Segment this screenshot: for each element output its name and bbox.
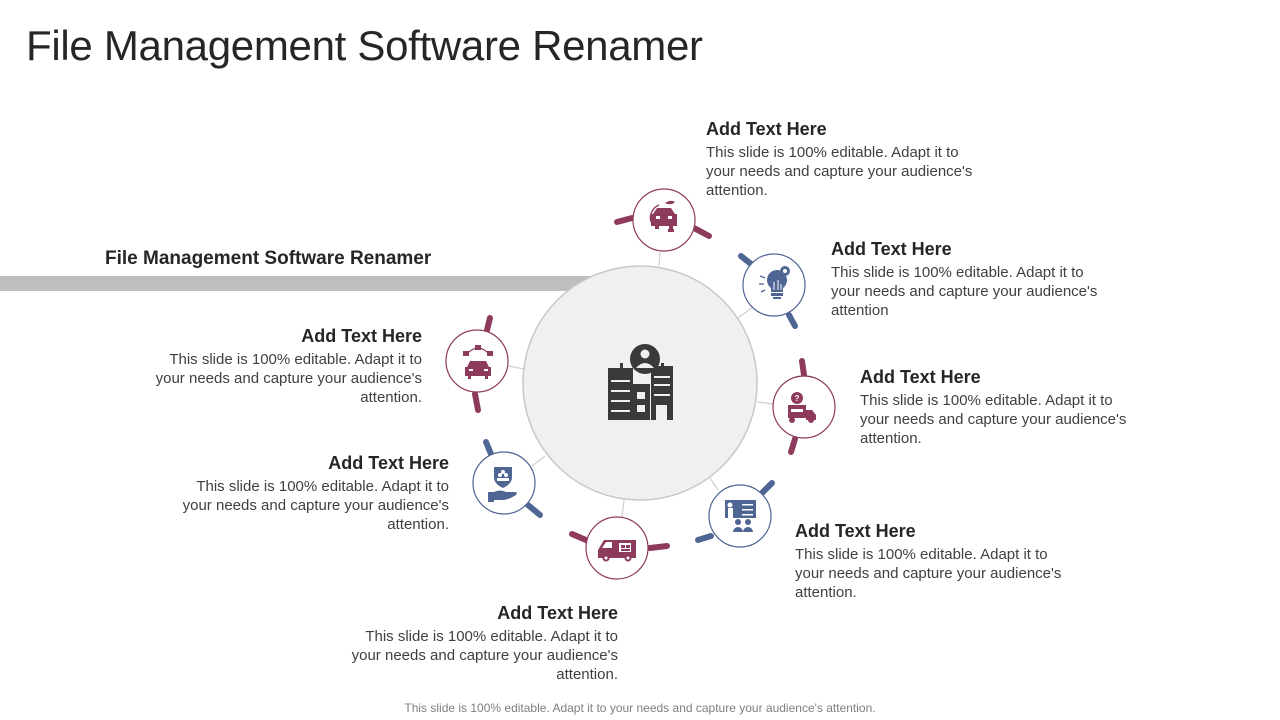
node-5: [569, 516, 670, 580]
node-7: [445, 315, 509, 413]
title-band: [0, 276, 600, 291]
item-body: This slide is 100% editable. Adapt it to…: [182, 478, 449, 533]
delivery-van-icon: [598, 540, 636, 562]
node-2: [738, 253, 806, 329]
delivery-truck-question-icon: ?: [788, 392, 816, 423]
slide-title: File Management Software Renamer: [26, 22, 703, 69]
item-5: Add Text Here This slide is 100% editabl…: [318, 602, 618, 684]
item-heading: Add Text Here: [301, 326, 422, 346]
item-4: Add Text Here This slide is 100% editabl…: [795, 520, 1095, 602]
item-heading: Add Text Here: [795, 521, 916, 541]
item-3: Add Text Here This slide is 100% editabl…: [860, 366, 1160, 448]
item-body: This slide is 100% editable. Adapt it to…: [706, 144, 973, 199]
node-1: [614, 188, 712, 252]
item-body: This slide is 100% editable. Adapt it to…: [155, 351, 422, 406]
connector-lines: [507, 251, 774, 518]
team-care-hand-icon: [488, 467, 517, 502]
node-4: [695, 480, 775, 548]
item-1: Add Text Here This slide is 100% editabl…: [706, 118, 1006, 200]
diagram-subtitle: File Management Software Renamer: [105, 248, 432, 269]
item-6: Add Text Here This slide is 100% editabl…: [149, 452, 449, 534]
item-2: Add Text Here This slide is 100% editabl…: [831, 238, 1131, 320]
item-7: Add Text Here This slide is 100% editabl…: [122, 325, 422, 407]
presentation-board-icon: [725, 500, 756, 532]
svg-text:?: ?: [795, 394, 800, 403]
item-body: This slide is 100% editable. Adapt it to…: [795, 546, 1062, 601]
item-body: This slide is 100% editable. Adapt it to…: [831, 264, 1098, 319]
idea-bulb-gear-icon: [759, 266, 790, 299]
center-circle: [522, 265, 758, 501]
electric-car-icon: [649, 200, 677, 232]
item-heading: Add Text Here: [831, 239, 952, 259]
connected-car-icon: [463, 345, 493, 379]
item-body: This slide is 100% editable. Adapt it to…: [351, 628, 618, 683]
item-heading: Add Text Here: [328, 453, 449, 473]
footer-note: This slide is 100% editable. Adapt it to…: [404, 701, 876, 715]
item-heading: Add Text Here: [860, 367, 981, 387]
office-building-user-icon: [608, 344, 673, 420]
item-heading: Add Text Here: [706, 119, 827, 139]
item-body: This slide is 100% editable. Adapt it to…: [860, 392, 1127, 447]
node-6: [472, 439, 543, 518]
node-3: ?: [772, 358, 836, 455]
item-heading: Add Text Here: [497, 603, 618, 623]
